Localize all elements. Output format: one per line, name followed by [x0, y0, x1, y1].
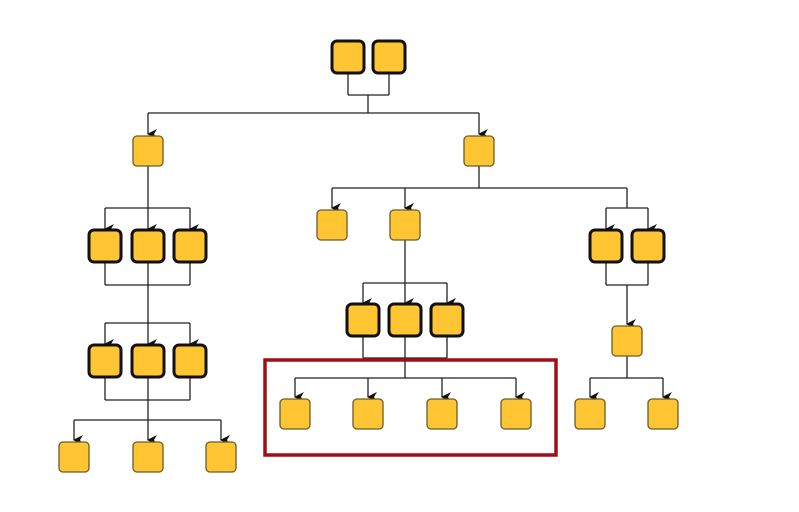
node-b-p2 — [630, 228, 666, 264]
node-a-t1-2 — [130, 228, 166, 264]
node-hl-leaf-1 — [279, 398, 311, 430]
nodes-layer — [58, 39, 679, 473]
node-a — [132, 135, 164, 167]
node-a-leaf-1 — [58, 441, 90, 473]
node-b-p1 — [588, 228, 624, 264]
node-a-leaf-2 — [132, 441, 164, 473]
node-b-pc-leaf-1 — [574, 398, 606, 430]
node-b-c2-t3 — [429, 302, 465, 338]
node-root-1 — [330, 39, 366, 75]
edges-layer — [73, 73, 672, 445]
node-hl-leaf-4 — [500, 398, 532, 430]
node-b-pc — [611, 325, 643, 357]
node-a-leaf-3 — [205, 441, 237, 473]
node-b — [463, 135, 495, 167]
highlight-box — [263, 358, 558, 457]
node-b-c1 — [316, 209, 348, 241]
node-a-t1-3 — [172, 228, 208, 264]
node-b-c2-t1 — [345, 302, 381, 338]
node-hl-leaf-3 — [426, 398, 458, 430]
node-b-c2 — [389, 209, 421, 241]
node-hl-leaf-2 — [352, 398, 384, 430]
node-a-t2-1 — [87, 343, 123, 379]
node-a-t2-2 — [130, 343, 166, 379]
node-a-t1-1 — [87, 228, 123, 264]
node-b-c2-t2 — [387, 302, 423, 338]
node-a-t2-3 — [172, 343, 208, 379]
node-b-pc-leaf-2 — [647, 398, 679, 430]
node-root-2 — [371, 39, 407, 75]
